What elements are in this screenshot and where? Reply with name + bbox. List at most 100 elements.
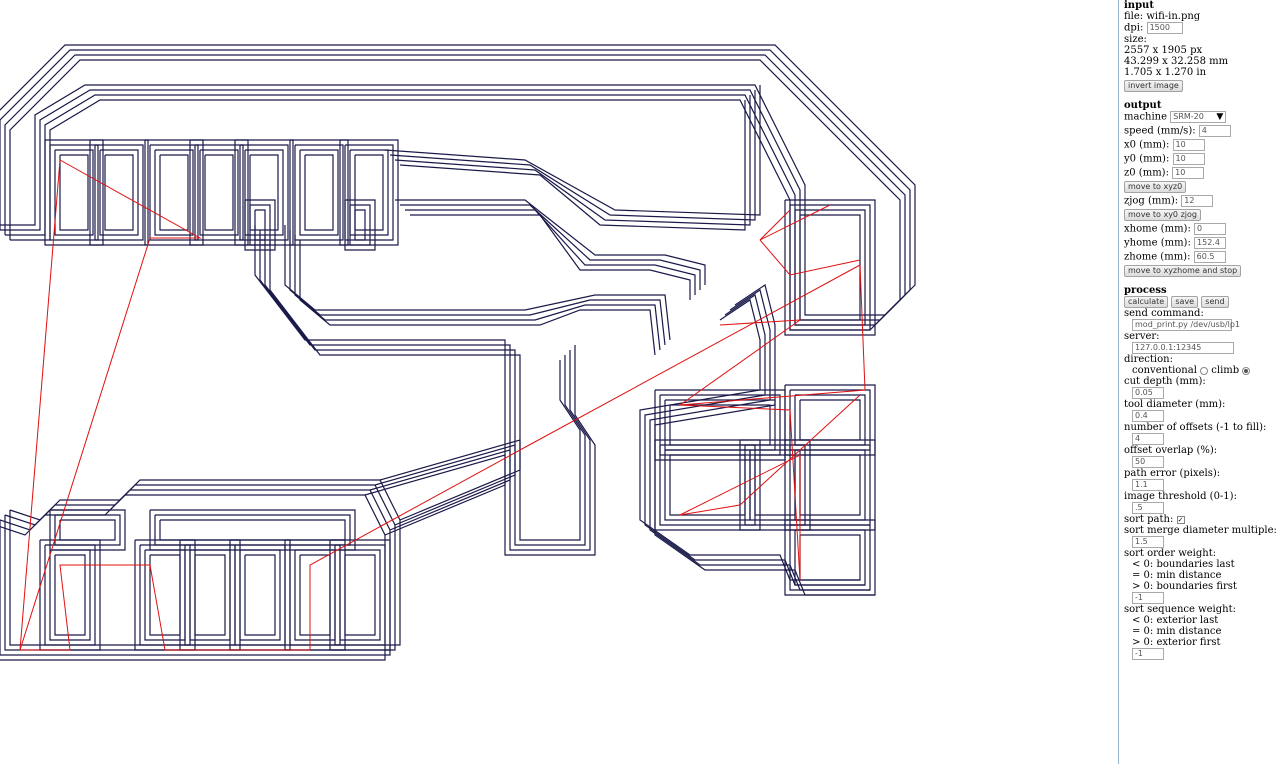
pad-outline bbox=[799, 399, 861, 441]
speed-input[interactable]: 4 bbox=[1198, 125, 1231, 137]
pad-outline bbox=[339, 549, 381, 641]
pad-outline bbox=[199, 149, 239, 236]
outer-trace bbox=[4, 54, 906, 326]
panel-divider bbox=[1118, 0, 1119, 764]
size-label: size: bbox=[1124, 34, 1147, 45]
outer-trace bbox=[0, 44, 916, 316]
pad-outline bbox=[44, 139, 104, 246]
pad-outline bbox=[334, 544, 386, 646]
climb-radio[interactable] bbox=[1242, 366, 1251, 375]
tool-diameter-input[interactable]: 0.4 bbox=[1132, 410, 1164, 422]
pad-outline bbox=[289, 139, 349, 246]
dpi-label: dpi: bbox=[1124, 22, 1144, 34]
pad-outline bbox=[154, 514, 351, 546]
merge-label: sort merge diameter multiple: bbox=[1124, 525, 1277, 536]
send-command-input[interactable]: mod_print.py /dev/usb/lp1 bbox=[1132, 319, 1240, 331]
move-xyz0-button[interactable]: move to xyz0 bbox=[1124, 181, 1187, 193]
pad-outline bbox=[104, 154, 134, 231]
x0-input[interactable]: 10 bbox=[1172, 139, 1205, 151]
server-input[interactable]: 127.0.0.1:12345 bbox=[1132, 342, 1234, 354]
pad-outline bbox=[159, 519, 346, 541]
speed-label: speed (mm/s): bbox=[1124, 125, 1196, 137]
pad-outline bbox=[49, 509, 126, 551]
y0-label: y0 (mm): bbox=[1124, 153, 1170, 165]
checkmark-icon: ✓ bbox=[1177, 515, 1184, 524]
pad-outline bbox=[184, 544, 236, 646]
size-px: 2557 x 1905 px bbox=[1124, 45, 1203, 56]
pad-outline bbox=[794, 529, 866, 586]
zhome-label: zhome (mm): bbox=[1124, 251, 1191, 263]
yhome-input[interactable]: 152.4 bbox=[1194, 237, 1227, 249]
sequence-input[interactable]: -1 bbox=[1132, 648, 1164, 660]
threshold-label: image threshold (0-1): bbox=[1124, 491, 1237, 502]
pad-outline bbox=[234, 544, 286, 646]
pad-outline bbox=[244, 554, 276, 636]
conventional-radio[interactable] bbox=[1200, 366, 1209, 375]
pad-outline bbox=[189, 549, 231, 641]
sequence-option-1: < 0: exterior last bbox=[1132, 615, 1219, 626]
y0-input[interactable]: 10 bbox=[1172, 153, 1205, 165]
path-error-input[interactable]: 1.1 bbox=[1132, 479, 1164, 491]
pad-outline bbox=[179, 539, 241, 651]
pad-outline bbox=[49, 549, 91, 641]
pad-outline bbox=[784, 519, 876, 596]
pad-outline bbox=[339, 139, 399, 246]
pad-outline bbox=[234, 139, 294, 246]
mill-paths bbox=[0, 44, 916, 661]
pad-outline bbox=[354, 154, 384, 231]
pad-outline bbox=[244, 199, 276, 251]
move-xyzhome-button[interactable]: move to xyzhome and stop bbox=[1124, 265, 1242, 277]
trace bbox=[410, 214, 691, 300]
direction-label: direction: bbox=[1124, 354, 1173, 365]
pad-outline bbox=[99, 149, 139, 236]
path-error-label: path error (pixels): bbox=[1124, 468, 1221, 479]
tool-diameter-label: tool diameter (mm): bbox=[1124, 399, 1226, 410]
pad-outline bbox=[344, 199, 376, 251]
overlap-label: offset overlap (%): bbox=[1124, 445, 1218, 456]
pad-outline bbox=[789, 389, 871, 451]
sort-path-checkbox[interactable]: ✓ bbox=[1176, 515, 1185, 524]
travel-move bbox=[759, 239, 861, 276]
zhome-input[interactable]: 60.5 bbox=[1193, 251, 1226, 263]
process-heading: process bbox=[1124, 285, 1167, 296]
outer-trace bbox=[0, 494, 386, 661]
order-input[interactable]: -1 bbox=[1132, 592, 1164, 604]
xhome-input[interactable]: 0 bbox=[1194, 223, 1227, 235]
trace bbox=[254, 225, 596, 556]
invert-image-button[interactable]: invert image bbox=[1124, 80, 1183, 92]
merge-input[interactable]: 1.5 bbox=[1132, 536, 1164, 548]
yhome-label: yhome (mm): bbox=[1124, 237, 1191, 249]
trace bbox=[284, 225, 671, 341]
dpi-input[interactable]: 1500 bbox=[1146, 22, 1183, 34]
pad-outline bbox=[669, 404, 771, 446]
save-button[interactable]: save bbox=[1171, 296, 1199, 308]
z0-label: z0 (mm): bbox=[1124, 167, 1169, 179]
pad-outline bbox=[794, 209, 866, 326]
pad-outline bbox=[789, 524, 871, 591]
zjog-input[interactable]: 12 bbox=[1181, 195, 1214, 207]
pad-outline bbox=[144, 549, 186, 641]
cut-depth-input[interactable]: 0.05 bbox=[1132, 387, 1164, 399]
move-xy0-zjog-button[interactable]: move to xy0 zjog bbox=[1124, 209, 1201, 221]
pad-outline bbox=[799, 454, 861, 516]
pad-outline bbox=[299, 554, 331, 636]
z0-input[interactable]: 10 bbox=[1172, 167, 1205, 179]
threshold-input[interactable]: .5 bbox=[1132, 502, 1164, 514]
sequence-option-3: > 0: exterior first bbox=[1132, 637, 1221, 648]
pad-outline bbox=[784, 199, 876, 336]
offsets-input[interactable]: 4 bbox=[1132, 433, 1164, 445]
pad-outline bbox=[289, 544, 341, 646]
order-option-3: > 0: boundaries first bbox=[1132, 581, 1237, 592]
trace bbox=[374, 444, 516, 526]
travel-move bbox=[309, 264, 861, 650]
trace bbox=[400, 204, 701, 290]
overlap-input[interactable]: 50 bbox=[1132, 456, 1164, 468]
send-button[interactable]: send bbox=[1201, 296, 1229, 308]
machine-select[interactable]: SRM-20▼ bbox=[1170, 111, 1227, 123]
pad-outline bbox=[54, 554, 86, 636]
pad-outline bbox=[189, 139, 249, 246]
conventional-label: conventional bbox=[1132, 365, 1197, 376]
cut-depth-label: cut depth (mm): bbox=[1124, 376, 1206, 387]
trace bbox=[269, 240, 581, 541]
calculate-button[interactable]: calculate bbox=[1124, 296, 1169, 308]
